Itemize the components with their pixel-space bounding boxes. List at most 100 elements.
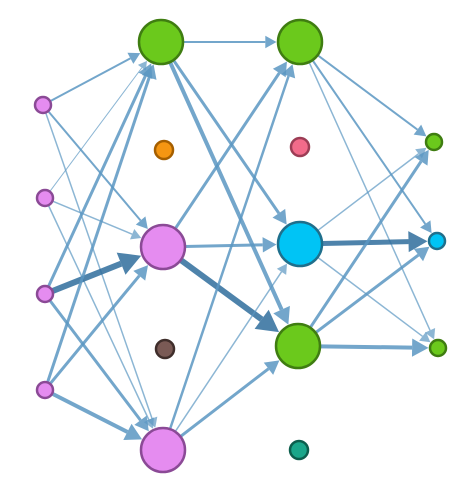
edge-i2-h1c (47, 204, 154, 429)
edge-arrowhead (272, 208, 287, 225)
edge-line (184, 243, 263, 249)
edge-line (47, 204, 150, 421)
edge-h2b-o2 (321, 231, 428, 253)
edge-h1c-h2c (179, 360, 280, 438)
edge-h1c-h2a (168, 64, 296, 430)
edge-arrowhead (130, 229, 142, 240)
edge-i1-h1a (49, 52, 141, 103)
nodes-layer (33, 18, 448, 474)
edge-line (49, 67, 143, 192)
node-h2c (274, 322, 322, 370)
edge-h2a-o3 (308, 61, 436, 340)
edge-h1b-h2b (184, 237, 277, 253)
node-u1 (153, 139, 175, 161)
edge-i3-h1c (48, 299, 149, 432)
edge-line (48, 299, 142, 422)
edge-arrowhead (276, 263, 287, 275)
edge-h1a-h2a (183, 35, 277, 49)
edge-i4-h1a (46, 64, 157, 383)
edge-line (172, 59, 281, 215)
edge-arrowhead (135, 216, 148, 230)
edge-h2a-o2 (311, 59, 432, 234)
edge-h1a-h2b (172, 59, 287, 225)
edge-arrowhead (141, 64, 157, 80)
edge-i3-h1a (46, 63, 153, 288)
edge-line (308, 61, 431, 331)
edge-arrowhead (414, 149, 429, 166)
node-h2b (276, 220, 324, 268)
edge-line (46, 76, 151, 383)
edge-arrowhead (415, 147, 427, 159)
edge-line (311, 59, 427, 225)
node-u2 (289, 136, 311, 158)
edges-layer (44, 35, 436, 441)
edge-arrowhead (281, 64, 296, 79)
node-o2 (427, 231, 447, 251)
edge-arrowhead (263, 360, 280, 375)
edge-h2c-o3 (319, 338, 429, 357)
edge-arrowhead (413, 124, 427, 137)
edge-i3-h1b (51, 252, 142, 294)
edge-line (46, 75, 147, 288)
node-h1a (137, 18, 185, 66)
node-o1 (424, 132, 444, 152)
node-o3 (428, 338, 448, 358)
edge-i1-h1b (47, 110, 148, 230)
node-i4 (35, 380, 55, 400)
edge-h2b-o3 (317, 256, 431, 343)
edge-arrowhead (133, 265, 149, 281)
edge-line (168, 61, 284, 311)
edge-line (319, 344, 413, 350)
edge-line (317, 153, 420, 232)
edge-line (168, 75, 290, 430)
edge-line (308, 160, 423, 329)
edge-h1c-h2b (174, 263, 287, 433)
edge-arrowhead (134, 415, 149, 432)
edge-h2a-o1 (317, 54, 427, 137)
edge-line (314, 253, 420, 334)
edge-h2c-o2 (314, 246, 430, 334)
node-h2a (276, 18, 324, 66)
edge-arrowhead (413, 246, 430, 262)
edge-h1b-h2c (178, 257, 280, 333)
edge-line (49, 57, 131, 103)
edge-h2c-o1 (308, 149, 429, 329)
edge-i4-h1b (48, 265, 149, 385)
node-h1c (139, 426, 187, 474)
node-u3 (154, 338, 176, 360)
edge-i4-h1c (51, 391, 143, 441)
edge-line (174, 271, 283, 433)
edge-line (317, 54, 419, 131)
edge-line (47, 110, 142, 222)
edge-arrowhead (408, 231, 428, 253)
edge-line (51, 260, 123, 294)
node-i3 (35, 284, 55, 304)
edge-arrowhead (424, 328, 436, 340)
edge-arrowhead (254, 309, 280, 333)
edge-arrowhead (127, 52, 141, 64)
edge-arrowhead (143, 417, 154, 429)
edge-arrowhead (420, 220, 432, 234)
edge-line (48, 274, 141, 385)
edge-arrowhead (419, 331, 431, 343)
edge-arrowhead (123, 423, 143, 441)
edge-line (52, 200, 133, 235)
edge-line (179, 367, 270, 438)
edge-line (173, 72, 281, 230)
edge-arrowhead (272, 61, 287, 78)
node-u4 (288, 439, 310, 461)
edge-i2-h1b (52, 200, 142, 240)
edge-line (178, 257, 264, 322)
edge-h1a-h2c (168, 61, 290, 325)
edge-h2b-o1 (317, 147, 427, 232)
node-h1b (139, 223, 187, 271)
node-i1 (33, 95, 53, 115)
edge-arrowhead (273, 305, 290, 325)
edge-arrowhead (262, 237, 277, 253)
edge-line (44, 112, 153, 419)
node-i2 (35, 188, 55, 208)
edge-line (317, 256, 423, 337)
edge-arrowhead (116, 252, 142, 275)
